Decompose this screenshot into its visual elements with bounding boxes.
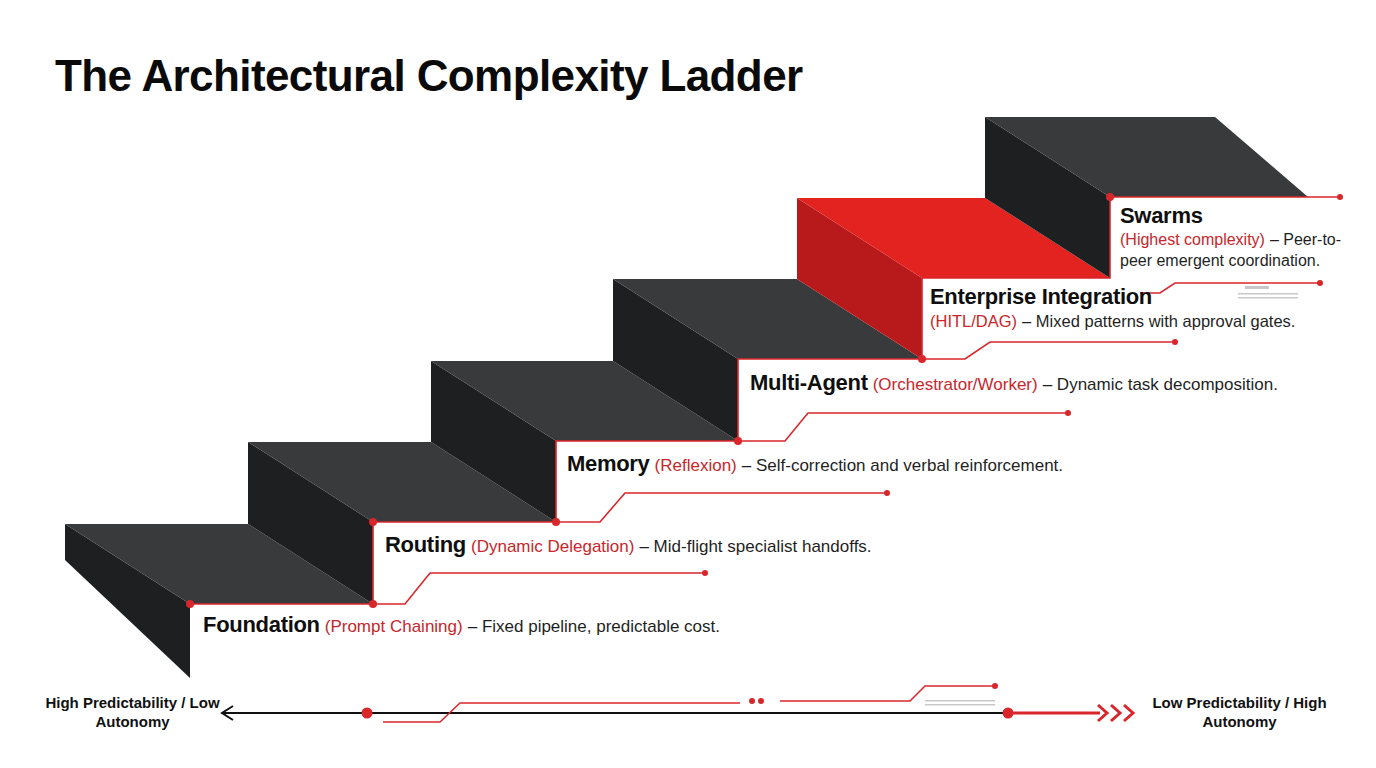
dot xyxy=(362,708,373,719)
dash xyxy=(925,704,995,706)
dot xyxy=(992,683,998,689)
dot xyxy=(1003,708,1014,719)
dot xyxy=(734,437,742,445)
step-label: Foundation (Prompt Chaining) – Fixed pipel… xyxy=(203,611,843,640)
dot xyxy=(702,570,708,576)
step-pattern: (Orchestrator/Worker) xyxy=(873,375,1038,394)
step-pattern: (HITL/DAG) xyxy=(930,312,1017,330)
step-pattern: (Dynamic Delegation) xyxy=(471,537,634,556)
corner-dots xyxy=(186,193,1343,608)
step-top xyxy=(985,117,1308,197)
step-label: Routing (Dynamic Delegation) – Mid-flight … xyxy=(385,531,1025,560)
step-label: Enterprise Integration(HITL/DAG) – Mixed … xyxy=(930,283,1370,333)
step-name: Multi-Agent xyxy=(750,370,868,395)
step-name: Swarms xyxy=(1120,202,1352,230)
step-description: – Dynamic task decomposition. xyxy=(1043,375,1278,394)
step-label: Swarms(Highest complexity)– Peer-to-peer… xyxy=(1120,202,1352,272)
dot xyxy=(186,600,194,608)
chevron xyxy=(1098,705,1107,721)
circuit-line xyxy=(780,686,995,701)
dash xyxy=(925,700,995,702)
diagram-title: The Architectural Complexity Ladder xyxy=(55,54,803,98)
step-name: Memory xyxy=(567,451,650,476)
step-pattern: (Highest complexity) xyxy=(1120,231,1265,248)
chevron xyxy=(1111,705,1120,721)
step-description: – Self-correction and verbal reinforceme… xyxy=(742,456,1063,475)
dash xyxy=(1238,297,1298,299)
axis-label: High Predictability / Low Autonomy xyxy=(45,693,220,731)
axis-line xyxy=(222,712,1008,714)
dot xyxy=(749,698,755,704)
leader-line xyxy=(1140,283,1320,293)
axis-label: Low Predictability / High Autonomy xyxy=(1152,693,1327,731)
gray-dashes xyxy=(925,286,1298,706)
step-blocks xyxy=(65,117,1308,678)
step-label: Multi-Agent (Orchestrator/Worker) – Dynami… xyxy=(750,369,1374,398)
dash xyxy=(1238,293,1298,295)
step-name: Enterprise Integration xyxy=(930,283,1370,311)
circuit-line xyxy=(383,703,740,722)
dash xyxy=(1245,286,1269,289)
step-pattern: (Prompt Chaining) xyxy=(325,617,463,636)
chevron xyxy=(1124,705,1133,721)
dot xyxy=(918,355,926,363)
step-description: – Mixed patterns with approval gates. xyxy=(1022,312,1295,330)
dot xyxy=(1337,194,1343,200)
dot xyxy=(369,518,377,526)
leader-line xyxy=(556,493,887,522)
axis-line-red xyxy=(1008,712,1100,715)
axis-arrowhead xyxy=(222,706,233,720)
leader-line xyxy=(922,342,1175,359)
dot xyxy=(369,600,377,608)
autonomy-axis xyxy=(222,683,1133,722)
step-description: – Fixed pipeline, predictable cost. xyxy=(468,617,720,636)
step-name: Foundation xyxy=(203,612,320,637)
dot xyxy=(1172,339,1178,345)
dot xyxy=(758,698,764,704)
dot xyxy=(1106,193,1114,201)
step-pattern: (Reflexion) xyxy=(655,456,737,475)
step-name: Routing xyxy=(385,532,466,557)
dot xyxy=(552,518,560,526)
dot xyxy=(1317,280,1323,286)
leader-line xyxy=(373,573,705,604)
dot xyxy=(884,490,890,496)
step-label: Memory (Reflexion) – Self-correction and v… xyxy=(567,450,1227,479)
leader-line xyxy=(738,413,1068,441)
dot xyxy=(1065,410,1071,416)
step-description: – Mid-flight specialist handoffs. xyxy=(639,537,871,556)
